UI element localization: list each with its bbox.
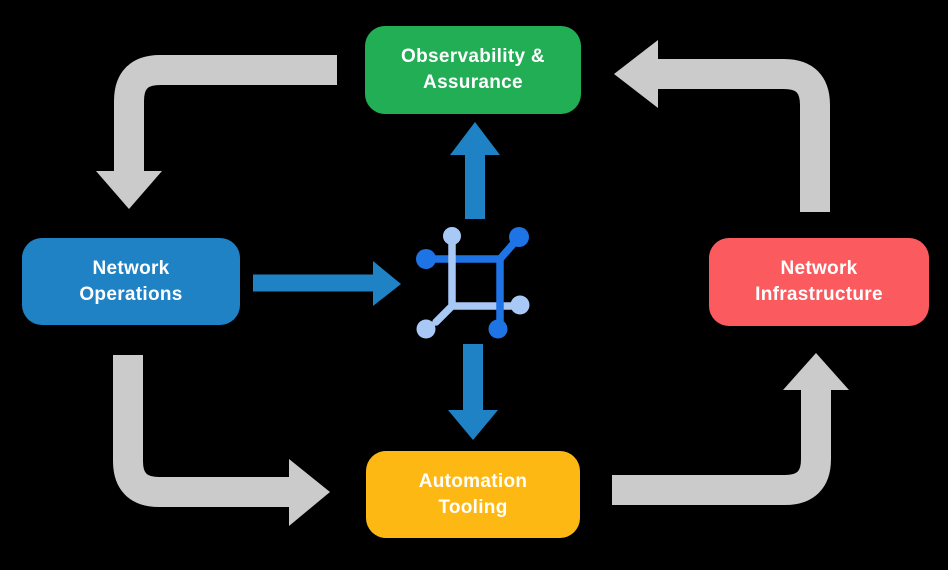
icon-dot bbox=[510, 295, 530, 315]
icon-light-lines bbox=[432, 233, 521, 326]
arrow-shaft bbox=[113, 355, 289, 507]
arrow-infrastructure-to-observability bbox=[614, 40, 830, 212]
arrow-center-to-automation bbox=[448, 344, 498, 440]
node-network-infrastructure: Network Infrastructure bbox=[709, 238, 929, 326]
node-network-operations: Network Operations bbox=[22, 238, 240, 325]
icon-dot bbox=[509, 227, 529, 247]
node-label: Observability & Assurance bbox=[401, 46, 545, 93]
arrow-head-right-icon bbox=[373, 261, 401, 306]
arrow-observability-to-operations bbox=[96, 55, 337, 209]
arrow-head-down-icon bbox=[96, 171, 162, 209]
icon-dot bbox=[416, 249, 436, 269]
arrow-automation-to-infrastructure bbox=[612, 353, 849, 505]
arrow-center-to-observability bbox=[450, 122, 500, 219]
node-label: Network Infrastructure bbox=[755, 258, 883, 305]
icon-dot bbox=[443, 227, 461, 245]
arrow-shaft bbox=[612, 390, 831, 505]
arrow-head-left-icon bbox=[614, 40, 658, 108]
icon-dot bbox=[488, 319, 508, 339]
arrow-head-right-icon bbox=[289, 459, 330, 526]
arrow-head-up-icon bbox=[783, 353, 849, 390]
node-label: Network Operations bbox=[79, 257, 183, 305]
arrow-head-up-icon bbox=[450, 122, 500, 155]
arrow-shaft bbox=[658, 59, 830, 212]
arrow-operations-to-automation bbox=[113, 355, 330, 526]
arrow-head-down-icon bbox=[448, 410, 498, 440]
node-automation-tooling: Automation Tooling bbox=[366, 451, 580, 538]
icon-dot bbox=[416, 319, 436, 339]
network-fabric-icon bbox=[416, 227, 530, 339]
node-label: Automation Tooling bbox=[418, 470, 528, 518]
node-observability-assurance: Observability & Assurance bbox=[365, 26, 581, 114]
arrow-operations-to-center bbox=[253, 261, 401, 306]
arrow-shaft bbox=[114, 55, 337, 171]
